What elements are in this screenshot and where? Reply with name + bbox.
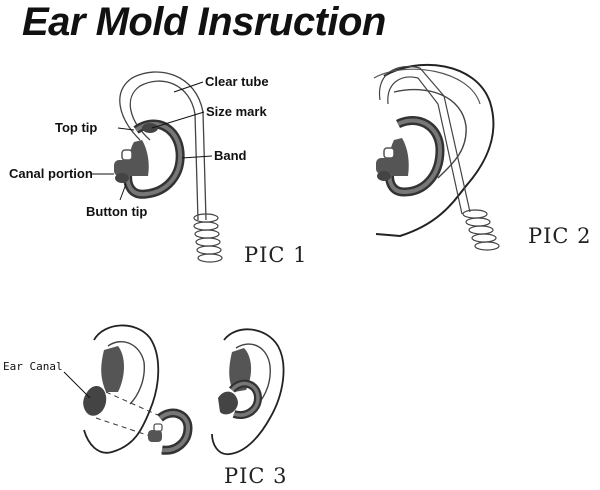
pic3-drawing — [63, 324, 285, 456]
label-top-tip: Top tip — [55, 120, 98, 135]
label-canal-portion: Canal portion — [9, 166, 93, 181]
label-clear-tube: Clear tube — [205, 74, 269, 89]
caption-pic1: PIC 1 — [244, 243, 308, 267]
pic2-drawing — [373, 63, 500, 251]
caption-pic2: PIC 2 — [528, 224, 592, 248]
label-ear-canal: Ear Canal — [3, 360, 63, 373]
pic1-drawing — [92, 71, 223, 263]
label-size-mark: Size mark — [206, 104, 267, 119]
label-band: Band — [214, 148, 247, 163]
caption-pic3: PIC 3 — [224, 464, 288, 488]
label-button-tip: Button tip — [86, 204, 148, 219]
page-title: Ear Mold Insruction — [22, 0, 386, 44]
